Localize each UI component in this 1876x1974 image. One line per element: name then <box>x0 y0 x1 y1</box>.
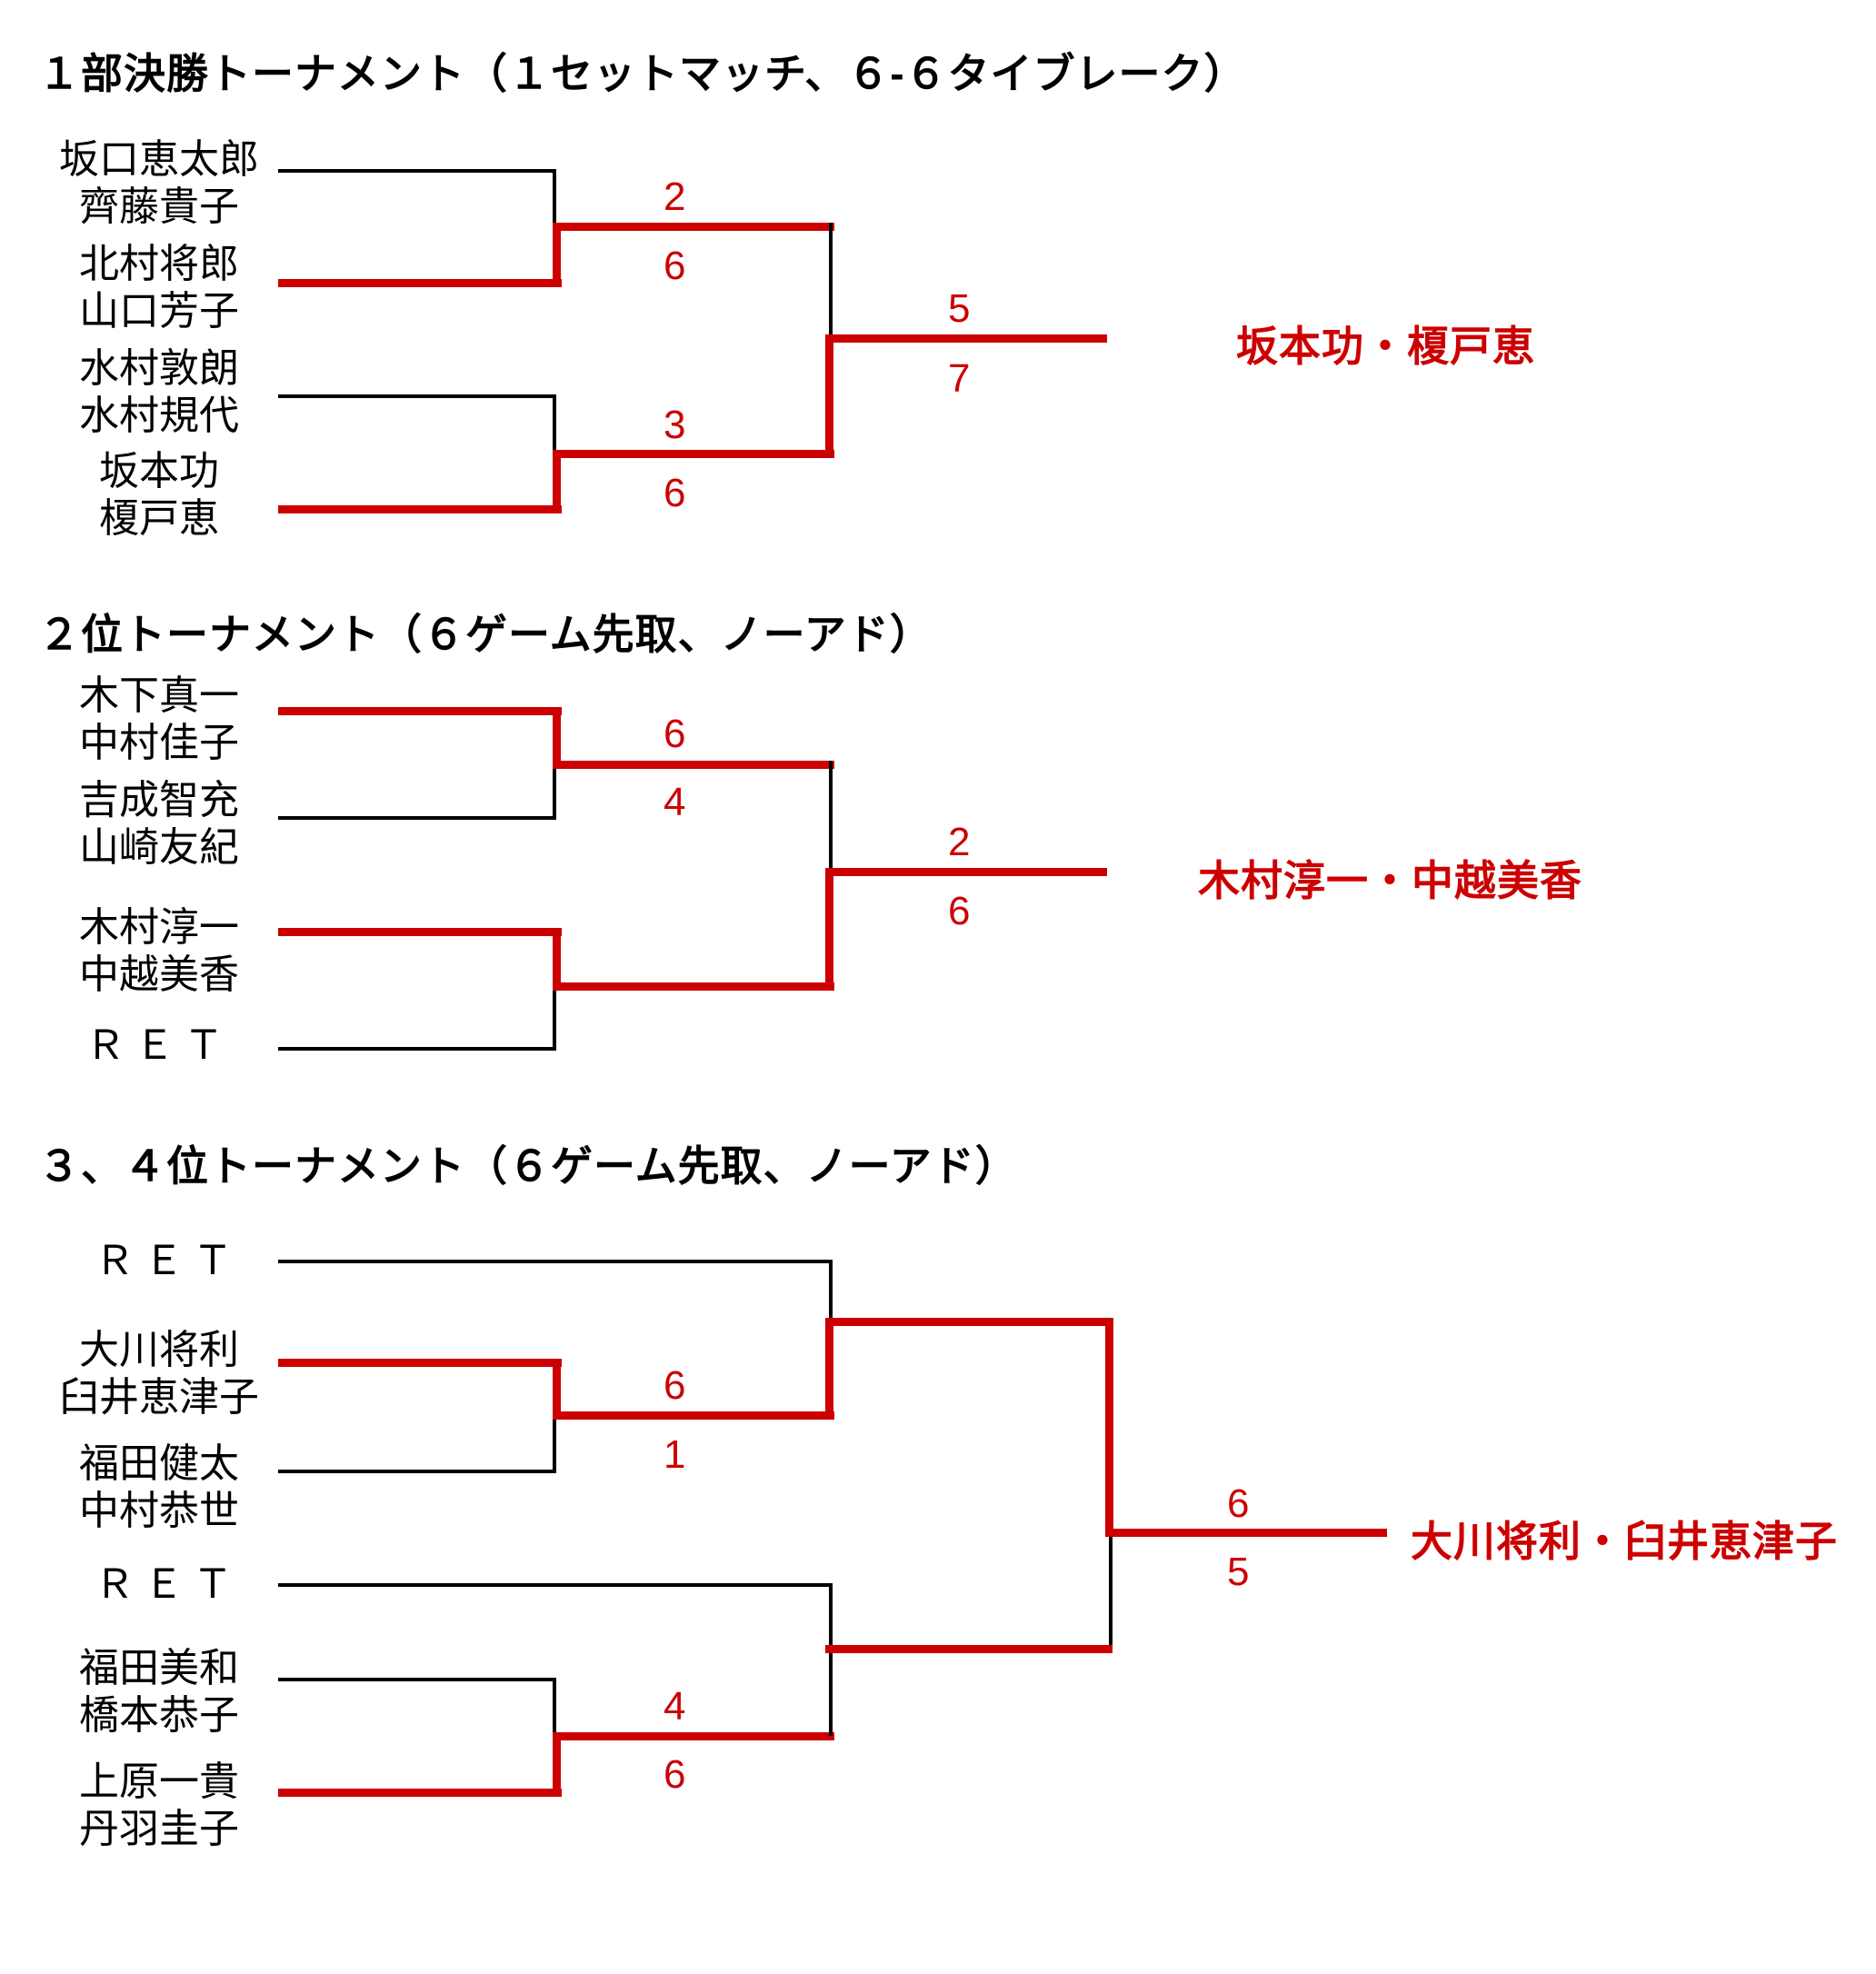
score-value: 6 <box>664 244 686 288</box>
entry-name-ret: ＲＥＴ <box>95 1562 242 1607</box>
bracket-line-winner <box>553 1411 834 1420</box>
entry-name-ret: ＲＥＴ <box>95 1239 242 1283</box>
bracket-line <box>278 816 556 820</box>
winner-name: 坂本功・榎戸恵 <box>1236 323 1535 370</box>
entry-name-ret: ＲＥＴ <box>85 1023 233 1068</box>
bracket-line <box>278 1678 556 1681</box>
score-value: 2 <box>664 174 686 219</box>
bracket-line-winner <box>553 928 561 990</box>
bracket-line-winner <box>1105 1529 1387 1537</box>
bracket-line-winner <box>278 1359 562 1367</box>
bracket-line-winner <box>553 1359 561 1417</box>
bracket-line-winner <box>278 279 562 287</box>
bracket-line-winner <box>553 1732 834 1740</box>
bracket-line-winner <box>553 761 834 769</box>
score-value: 5 <box>1227 1550 1250 1594</box>
entry-name: 北村将郎 山口芳子 <box>79 242 239 334</box>
entry-name: 上原一貴 丹羽圭子 <box>79 1760 239 1851</box>
entry-name: 木村淳一 中越美香 <box>79 905 239 997</box>
bracket-line-winner <box>553 450 561 509</box>
entry-name: 坂本功 榎戸恵 <box>99 449 219 541</box>
entry-name: 大川将利 臼井恵津子 <box>59 1328 259 1420</box>
bracket-line-winner <box>278 707 562 715</box>
score-value: 6 <box>664 1363 686 1408</box>
score-value: 6 <box>664 1752 686 1797</box>
bracket-line <box>278 169 556 173</box>
bracket-line-winner <box>278 928 562 936</box>
bracket-line-winner <box>825 1645 1113 1653</box>
bracket-line <box>278 1470 556 1473</box>
entry-name: 福田美和 橋本恭子 <box>79 1646 239 1738</box>
score-value: 6 <box>948 889 971 933</box>
bracket-line <box>278 1583 831 1587</box>
score-value: 1 <box>664 1432 686 1477</box>
bracket-line-winner <box>553 707 561 765</box>
entry-name: 坂口恵太郎 齊藤貴子 <box>59 137 259 229</box>
score-value: 2 <box>948 820 971 864</box>
bracket-line-winner <box>553 982 834 991</box>
winner-name: 大川将利・臼井恵津子 <box>1411 1518 1838 1565</box>
bracket-line-winner <box>1105 1318 1113 1536</box>
bracket-line-winner <box>825 334 1107 343</box>
bracket-line-winner <box>825 1318 833 1416</box>
bracket-line <box>278 1047 556 1051</box>
score-value: 6 <box>664 712 686 756</box>
bracket-line-winner <box>825 1318 1113 1326</box>
bracket-line <box>278 1260 831 1263</box>
bracket-line-winner <box>825 868 833 986</box>
bracket-line-winner <box>553 450 834 458</box>
entry-name: 水村敦朗 水村規代 <box>79 346 239 438</box>
score-value: 4 <box>664 780 686 824</box>
score-value: 5 <box>948 286 971 331</box>
score-value: 6 <box>664 471 686 515</box>
entry-name: 木下真一 中村佳子 <box>79 673 239 765</box>
score-value: 6 <box>1227 1481 1250 1526</box>
score-value: 7 <box>948 356 971 401</box>
bracket-line-winner <box>278 505 562 513</box>
bracket-line <box>278 394 556 398</box>
bracket-line-winner <box>825 868 1107 876</box>
bracket-line-winner <box>278 1789 562 1797</box>
bracket-line-winner <box>553 1732 561 1792</box>
bracket-line <box>829 1583 833 1736</box>
score-value: 3 <box>664 403 686 447</box>
section-heading-place2: ２位トーナメント（６ゲーム先取、ノーアド） <box>38 611 933 658</box>
entry-name: 吉成智充 山崎友紀 <box>79 778 239 870</box>
bracket-line-winner <box>553 223 834 231</box>
section-heading-division1: １部決勝トーナメント（１セットマッチ、６-６タイブレーク） <box>38 50 1247 97</box>
section-heading-place34: ３、４位トーナメント（６ゲーム先取、ノーアド） <box>38 1142 1018 1190</box>
winner-name: 木村淳一・中越美香 <box>1198 857 1582 904</box>
score-value: 4 <box>664 1684 686 1729</box>
entry-name: 福田健太 中村恭世 <box>79 1441 239 1533</box>
bracket-line-winner <box>825 334 833 453</box>
bracket-line-winner <box>553 223 561 283</box>
